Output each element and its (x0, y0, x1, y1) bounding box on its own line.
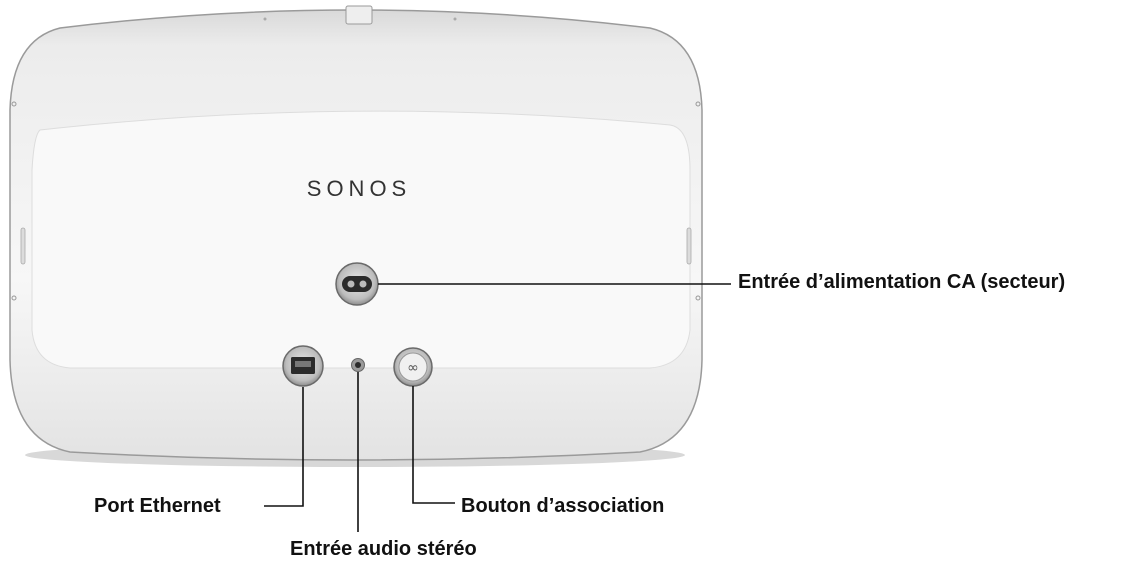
top-screw-right (453, 17, 457, 21)
pairing-button: ∞ (393, 347, 433, 387)
leader-ethernet (264, 387, 304, 507)
leader-lines (264, 283, 731, 532)
label-pairing-button: Bouton d’association (461, 495, 665, 517)
side-notch-right-top (695, 101, 701, 107)
infinity-icon: ∞ (407, 360, 419, 376)
side-notch-left-bottom (11, 295, 17, 301)
back-panel (31, 110, 691, 369)
label-ethernet-port: Port Ethernet (94, 495, 221, 517)
side-slot-right (686, 227, 692, 265)
side-notch-left-top (11, 101, 17, 107)
side-notch-right-bottom (695, 295, 701, 301)
leader-pairing (412, 386, 455, 504)
label-audio-input: Entrée audio stéréo (290, 538, 477, 560)
label-power-input: Entrée d’alimentation CA (secteur) (738, 271, 1066, 293)
top-screw-left (263, 17, 267, 21)
ethernet-port (282, 345, 324, 387)
side-slot-left (20, 227, 26, 265)
sonos-logo: SONOS (306, 176, 412, 201)
audio-jack (351, 358, 365, 372)
power-socket (335, 262, 379, 306)
top-handle-tab (345, 5, 373, 25)
